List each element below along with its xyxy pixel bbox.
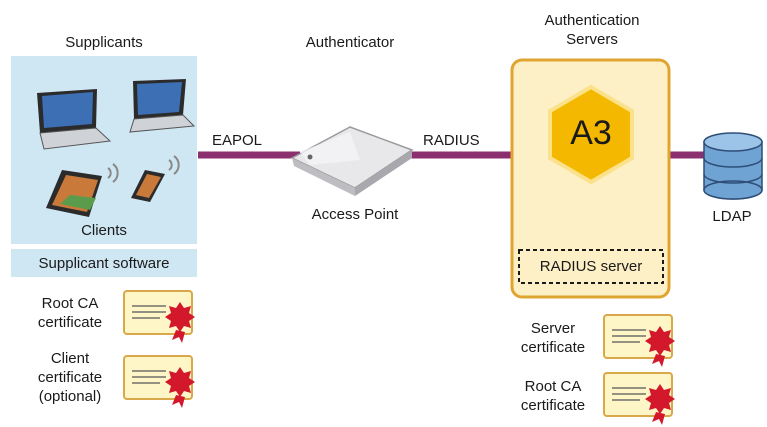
radius-label: RADIUS	[423, 132, 480, 149]
laptop-icon	[37, 89, 112, 150]
phone-icon	[131, 170, 165, 202]
server-root-ca-label: Root CA certificate	[520, 378, 586, 414]
wifi-signal-icon	[107, 155, 180, 183]
tablet-icon	[46, 170, 102, 217]
supplicant-software-label: Supplicant software	[38, 255, 170, 272]
laptop-icon	[129, 79, 196, 133]
a3-hexagon	[548, 84, 634, 185]
auth-servers-heading: Authentication Servers	[544, 12, 640, 48]
a3-label: A3	[570, 114, 612, 152]
certificate-icon	[123, 355, 195, 408]
certificate-icon	[603, 314, 675, 367]
certificate-icon	[603, 372, 675, 425]
ldap-database-icon	[703, 132, 763, 200]
access-point-label: Access Point	[311, 206, 399, 223]
server-certificate-label: Server certificate	[520, 320, 586, 356]
client-certificate-label: Client certificate (optional)	[37, 350, 103, 405]
authenticator-heading: Authenticator	[305, 34, 395, 51]
eapol-label: EAPOL	[212, 132, 263, 149]
radius-server-label: RADIUS server	[539, 258, 643, 275]
clients-label: Clients	[81, 222, 127, 239]
supplicants-heading: Supplicants	[65, 34, 143, 51]
client-root-ca-label: Root CA certificate	[37, 295, 103, 331]
certificate-icon	[123, 290, 195, 343]
radius-server-box	[518, 249, 664, 284]
supplicant-software-bar	[11, 249, 197, 277]
ldap-label: LDAP	[712, 208, 752, 225]
access-point-icon	[290, 126, 414, 196]
